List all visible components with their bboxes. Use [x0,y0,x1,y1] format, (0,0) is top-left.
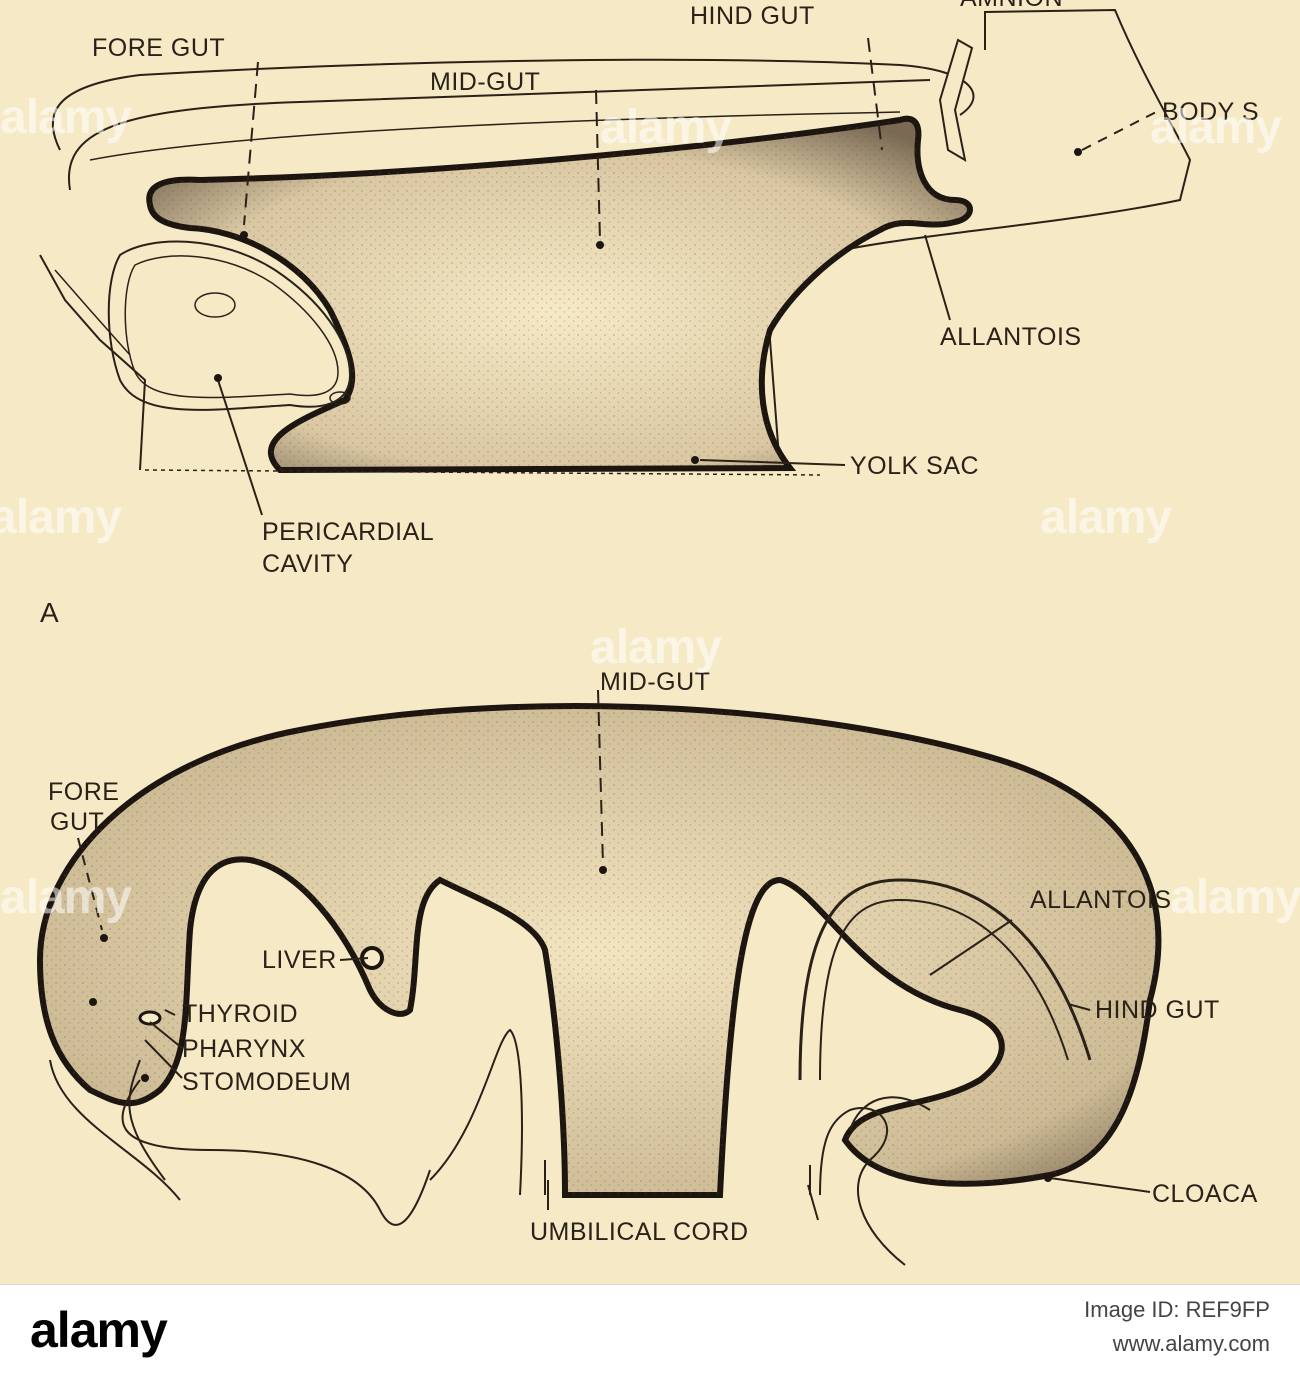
dot-fore-gut-b [100,934,108,942]
label-mid-gut-a: MID-GUT [430,68,540,96]
dot-mid-gut-a [596,241,604,249]
label-body-stalk: BODY S [1162,98,1259,126]
label-cloaca: CLOACA [1152,1180,1258,1208]
ectoderm-line [89,111,901,161]
label-mid-gut-b: MID-GUT [600,668,710,696]
leader-lines-b [77,689,1151,1221]
label-hind-gut-a: HIND GUT [690,2,815,30]
embryo-outline-inner [67,79,931,191]
label-fore-b-1: FORE [48,778,119,806]
dot-cloaca [1044,1174,1052,1182]
image-id: Image ID: REF9FP [1084,1297,1270,1322]
allantois-channel [798,878,1092,1081]
heart-tube-2 [329,391,351,405]
dot-fore-gut-b-2 [89,998,97,1006]
panel-letter-a: A [40,597,59,628]
label-umbilical-cord: UMBILICAL CORD [530,1218,749,1246]
embryo-gut-diagram: FORE GUT MID-GUT HIND GUT AMNION BODY S … [36,0,1259,1266]
dot-yolk-sac [691,456,699,464]
label-yolk-sac: YOLK SAC [850,452,979,480]
label-pharynx: PHARYNX [182,1035,306,1063]
dot-stomodeum [141,1074,149,1082]
label-thyroid: THYROID [182,1000,298,1028]
label-pericardial-1: PERICARDIAL [262,518,434,546]
panel-a: FORE GUT MID-GUT HIND GUT AMNION BODY S … [39,0,1259,628]
site-url: www.alamy.com [1112,1331,1270,1356]
pericardial-cavity-inner [124,255,339,399]
label-allantois-a: ALLANTOIS [940,323,1082,351]
label-stomodeum: STOMODEUM [182,1068,351,1096]
label-hind-gut-b: HIND GUT [1095,996,1220,1024]
label-pericardial-2: CAVITY [262,550,353,578]
dot-body-stalk [1074,148,1082,156]
leader-lines-a [217,37,1161,516]
gut-stipple-b [40,706,1159,1195]
label-amnion: AMNION [960,0,1063,12]
head-fold-line [39,254,147,471]
label-fore-b-2: GUT [50,808,104,836]
label-allantois-b: ALLANTOIS [1030,886,1172,914]
pericardial-cavity-outline [107,240,352,411]
amnion-fold [938,38,974,162]
embryo-outline-upper [51,58,975,151]
label-liver: LIVER [262,946,337,974]
alamy-logo: alamy [30,1302,168,1358]
head-fold-line-2 [54,269,131,356]
yolk-sac-floor [144,469,821,476]
heart-tube [194,292,236,318]
allantois-channel-inner [819,898,1069,1081]
footer-bar: alamy Image ID: REF9FP www.alamy.com [0,1284,1300,1377]
membrane-lines-b [49,1028,931,1266]
image-info: Image ID: REF9FP www.alamy.com [1084,1293,1270,1361]
dot-pericardial [214,374,222,382]
dot-mid-gut-b [599,866,607,874]
thyroid-bud [138,1010,162,1026]
label-fore-gut-a: FORE GUT [92,34,225,62]
dot-fore-gut-a [240,231,248,239]
panel-b: MID-GUT FORE GUT LIVER THYROID PHARYNX S… [36,668,1258,1266]
gut-stipple-a [149,118,970,471]
